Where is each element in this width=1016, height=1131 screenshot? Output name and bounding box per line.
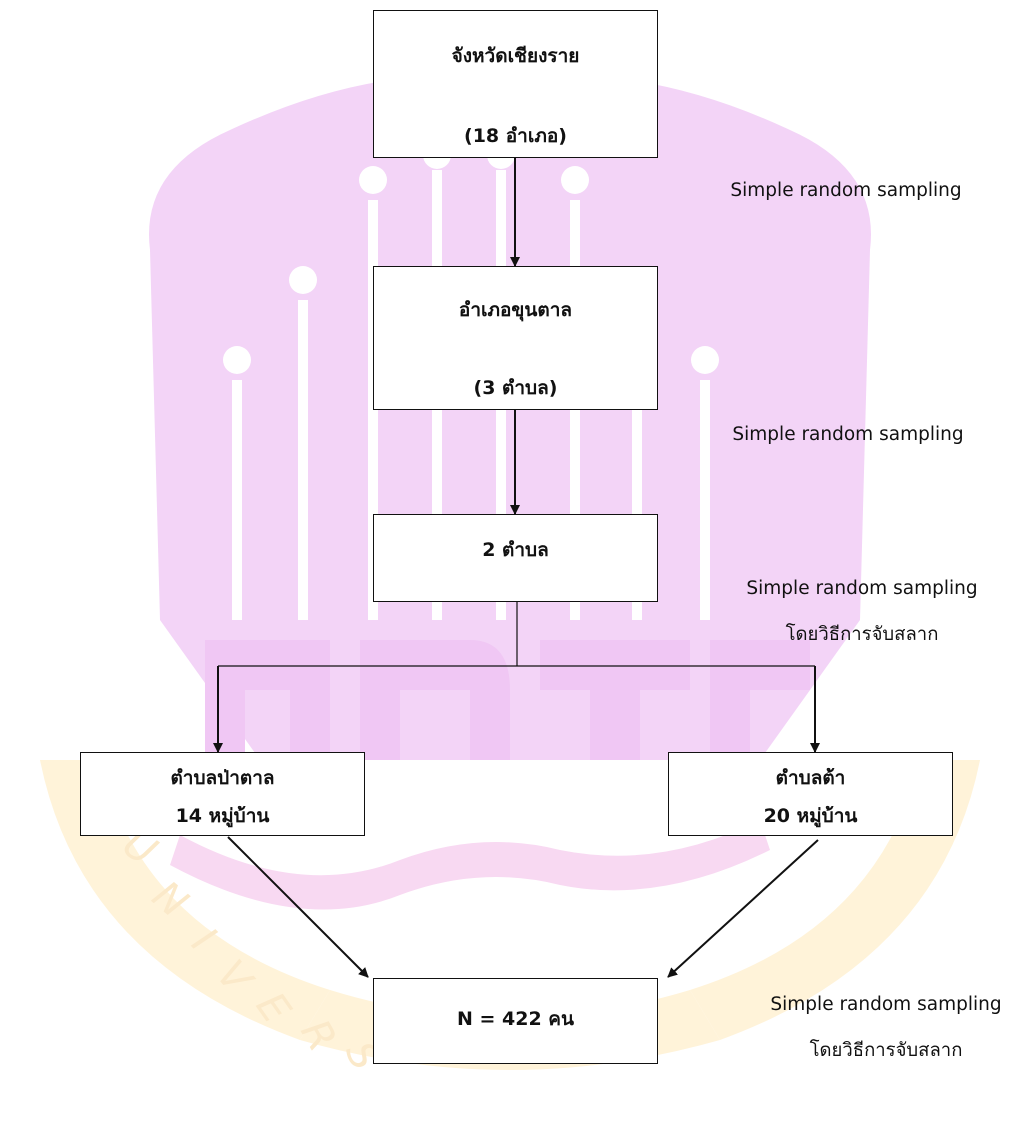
subdistricts-count: 2 ตำบล — [482, 539, 549, 561]
sampling-note-4: Simple random sampling โดยวิธีการจับสลาก — [756, 982, 1016, 1074]
district-subdistrict-count: (3 ตำบล) — [473, 377, 558, 399]
watermark-shield — [149, 75, 871, 761]
sampling-note-2-text: Simple random sampling — [732, 424, 964, 445]
sampling-note-1: Simple random sampling — [716, 180, 976, 201]
sampling-note-4-lottery: โดยวิธีการจับสลาก — [809, 1040, 963, 1061]
province-box: จังหวัดเชียงราย (18 อำเภอ) — [373, 10, 658, 158]
pa-tan-name: ตำบลป่าตาล — [170, 767, 275, 789]
ta-box: ตำบลต้า 20 หมู่บ้าน — [668, 752, 953, 836]
sampling-note-4-method: Simple random sampling — [770, 994, 1002, 1015]
arrow-ta-to-sample — [667, 839, 819, 978]
watermark-letters — [205, 640, 810, 760]
sampling-note-3: Simple random sampling โดยวิธีการจับสลาก — [732, 566, 992, 658]
sample-size: N = 422 คน — [456, 1008, 575, 1030]
arrow-pa-tan-to-sample — [227, 836, 369, 978]
pa-tan-village-count: 14 หมู่บ้าน — [175, 805, 270, 827]
sampling-note-3-lottery: โดยวิธีการจับสลาก — [785, 624, 939, 645]
pa-tan-box: ตำบลป่าตาล 14 หมู่บ้าน — [80, 752, 365, 836]
watermark-script-band — [170, 820, 770, 910]
province-name: จังหวัดเชียงราย — [451, 45, 580, 67]
subdistricts-box: 2 ตำบล — [373, 514, 658, 602]
ta-village-count: 20 หมู่บ้าน — [763, 805, 858, 827]
province-district-count: (18 อำเภอ) — [464, 125, 567, 147]
district-name: อำเภอขุนตาล — [458, 299, 573, 321]
sample-box: N = 422 คน — [373, 978, 658, 1064]
district-box: อำเภอขุนตาล (3 ตำบล) — [373, 266, 658, 410]
sampling-note-2: Simple random sampling — [718, 424, 978, 445]
sampling-note-3-method: Simple random sampling — [746, 578, 978, 599]
sampling-note-1-text: Simple random sampling — [730, 180, 962, 201]
ta-name: ตำบลต้า — [775, 767, 846, 789]
